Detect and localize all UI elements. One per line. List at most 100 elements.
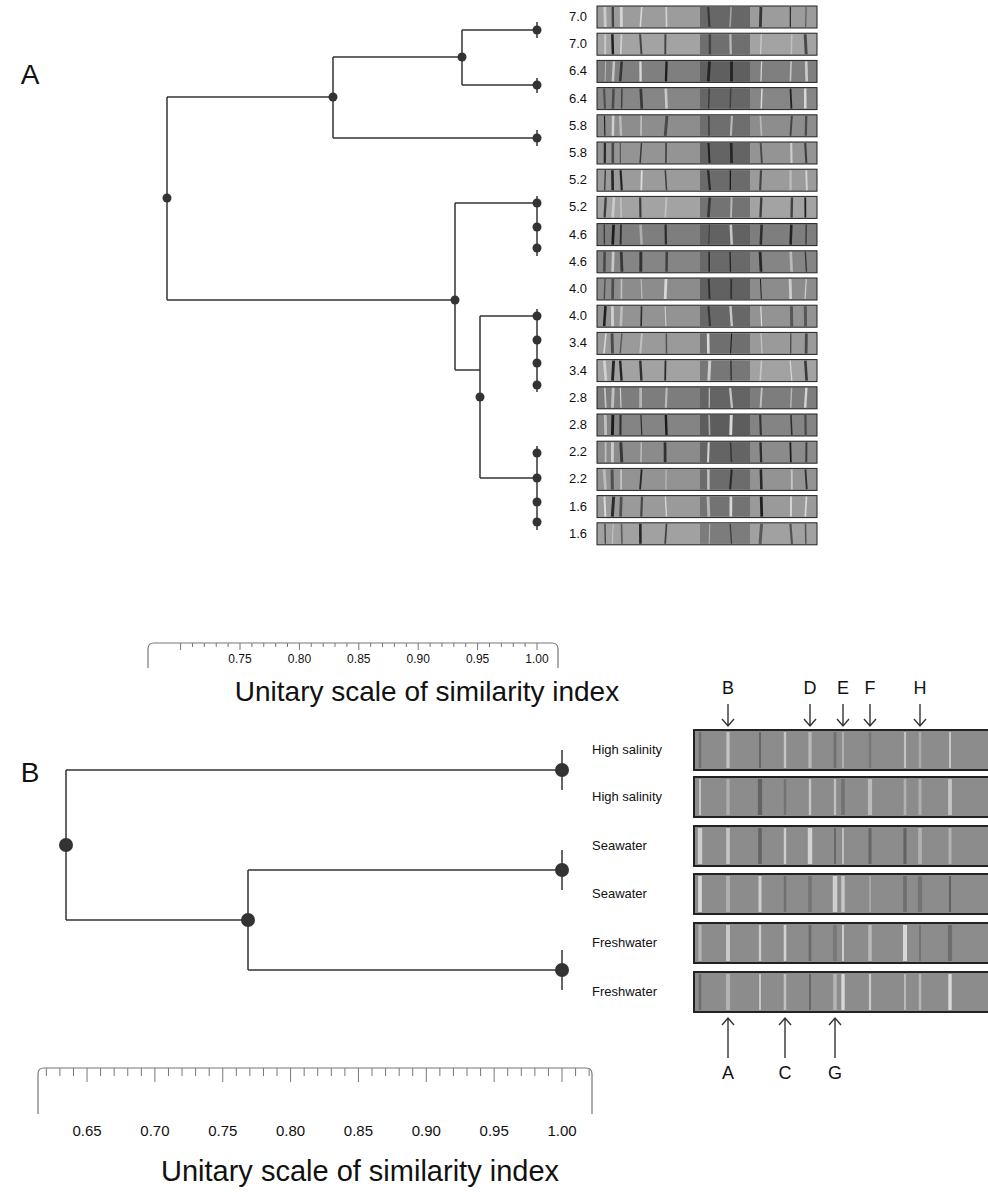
lane-label: 5.8 bbox=[569, 119, 587, 133]
gel-lane bbox=[597, 496, 817, 518]
dendrogram-node bbox=[59, 838, 73, 852]
gel-panel-a bbox=[597, 6, 817, 545]
lane-label: 1.6 bbox=[569, 527, 587, 541]
scale-tick-label: 0.65 bbox=[72, 1123, 101, 1140]
gel-lane bbox=[597, 305, 817, 327]
lane-label: 6.4 bbox=[569, 91, 587, 105]
dendrogram-branch bbox=[333, 56, 462, 58]
scale-tick-label: 0.95 bbox=[480, 1123, 509, 1140]
dendrogram-node bbox=[533, 81, 542, 90]
lane-label: 6.4 bbox=[569, 64, 587, 78]
gel-lane bbox=[694, 730, 988, 770]
band-arrow bbox=[722, 704, 926, 1058]
dendrogram-branch bbox=[462, 84, 537, 86]
gel-lane bbox=[597, 441, 817, 463]
dendrogram-node bbox=[533, 381, 542, 390]
scale-title: Unitary scale of similarity index bbox=[235, 677, 619, 708]
dendrogram-node bbox=[533, 336, 542, 345]
lane-label: 2.8 bbox=[569, 418, 587, 432]
dendrogram-branch bbox=[455, 369, 480, 371]
lane-label: 5.8 bbox=[569, 146, 587, 160]
dendrogram-node bbox=[241, 913, 255, 927]
dendrogram-node bbox=[533, 134, 542, 143]
lane-label: 2.2 bbox=[569, 472, 587, 486]
scale-tick-label: 0.70 bbox=[140, 1123, 169, 1140]
lane-label: 5.2 bbox=[569, 200, 587, 214]
lane-label: High salinity bbox=[592, 790, 662, 804]
lane-label: 5.2 bbox=[569, 173, 587, 187]
dendrogram-node bbox=[555, 963, 569, 977]
gel-lane bbox=[694, 972, 988, 1012]
lane-label: 4.6 bbox=[569, 255, 587, 269]
scale-tick-label: 0.95 bbox=[466, 653, 489, 666]
dendrogram-node bbox=[555, 763, 569, 777]
dendrogram-branch bbox=[480, 477, 537, 479]
dendrogram-node bbox=[533, 359, 542, 368]
dendrogram-branch bbox=[454, 203, 456, 370]
band-letter: A bbox=[722, 1064, 734, 1084]
scale-tick-label: 0.85 bbox=[347, 653, 370, 666]
dendrogram bbox=[59, 22, 569, 990]
gel-lane bbox=[597, 196, 817, 218]
dendrogram-node bbox=[533, 223, 542, 232]
dendrogram-node bbox=[533, 449, 542, 458]
dendrogram-node bbox=[458, 53, 467, 62]
lane-label: 4.0 bbox=[569, 282, 587, 296]
dendrogram-branch bbox=[167, 96, 333, 98]
lane-label: 2.8 bbox=[569, 391, 587, 405]
lane-label: 3.4 bbox=[569, 336, 587, 350]
band-letter: B bbox=[722, 679, 734, 699]
dendrogram-branch bbox=[66, 919, 248, 921]
gel-lane bbox=[694, 777, 988, 817]
dendrogram-branch bbox=[455, 202, 537, 204]
dendrogram-branch bbox=[248, 869, 562, 871]
band-letter: H bbox=[914, 679, 927, 699]
lane-label: 4.6 bbox=[569, 227, 587, 241]
dendrogram-node bbox=[476, 393, 485, 402]
gel-lane bbox=[597, 142, 817, 164]
scale-tick-label: 0.75 bbox=[208, 1123, 237, 1140]
lane-label: High salinity bbox=[592, 743, 662, 757]
gel-lane bbox=[694, 874, 988, 914]
gel-lane bbox=[597, 169, 817, 191]
band-letter: D bbox=[804, 679, 817, 699]
scale-tick-label: 0.80 bbox=[288, 653, 311, 666]
dendrogram-node bbox=[451, 296, 460, 305]
lane-label: Freshwater bbox=[592, 936, 657, 950]
gel-lane bbox=[597, 251, 817, 273]
lane-label: 3.4 bbox=[569, 363, 587, 377]
gel-lane bbox=[597, 360, 817, 382]
gel-panel-b bbox=[694, 730, 988, 1012]
gel-lane bbox=[597, 60, 817, 82]
gel-lane bbox=[597, 6, 817, 28]
lane-label: Seawater bbox=[592, 839, 647, 853]
band-letter: F bbox=[865, 679, 876, 699]
gel-lane bbox=[597, 88, 817, 110]
lane-label: 4.0 bbox=[569, 309, 587, 323]
lane-label: 7.0 bbox=[569, 37, 587, 51]
scale-tick-label: 0.80 bbox=[276, 1123, 305, 1140]
scale-tick-label: 1.00 bbox=[525, 653, 548, 666]
dendrogram-node bbox=[163, 194, 172, 203]
dendrogram-node bbox=[533, 26, 542, 35]
dendrogram-branch bbox=[248, 969, 562, 971]
scale-tick-label: 0.75 bbox=[228, 653, 251, 666]
dendrogram-branch bbox=[167, 299, 455, 301]
dendrogram-node bbox=[533, 498, 542, 507]
scale-tick-label: 0.90 bbox=[407, 653, 430, 666]
scale-title: Unitary scale of similarity index bbox=[161, 1156, 559, 1188]
gel-lane bbox=[597, 523, 817, 545]
lane-label: 1.6 bbox=[569, 499, 587, 513]
gel-lane bbox=[694, 826, 988, 866]
band-letter: E bbox=[837, 679, 849, 699]
gel-lane bbox=[597, 332, 817, 354]
panel-letter: B bbox=[21, 758, 40, 789]
dendrogram-node bbox=[533, 474, 542, 483]
scale-tick-label: 0.90 bbox=[412, 1123, 441, 1140]
gel-lane bbox=[597, 33, 817, 55]
dendrogram-branch bbox=[66, 769, 562, 771]
lane-label: Freshwater bbox=[592, 985, 657, 999]
dendrogram-node bbox=[533, 312, 542, 321]
dendrogram-node bbox=[533, 244, 542, 253]
gel-lane bbox=[597, 468, 817, 490]
